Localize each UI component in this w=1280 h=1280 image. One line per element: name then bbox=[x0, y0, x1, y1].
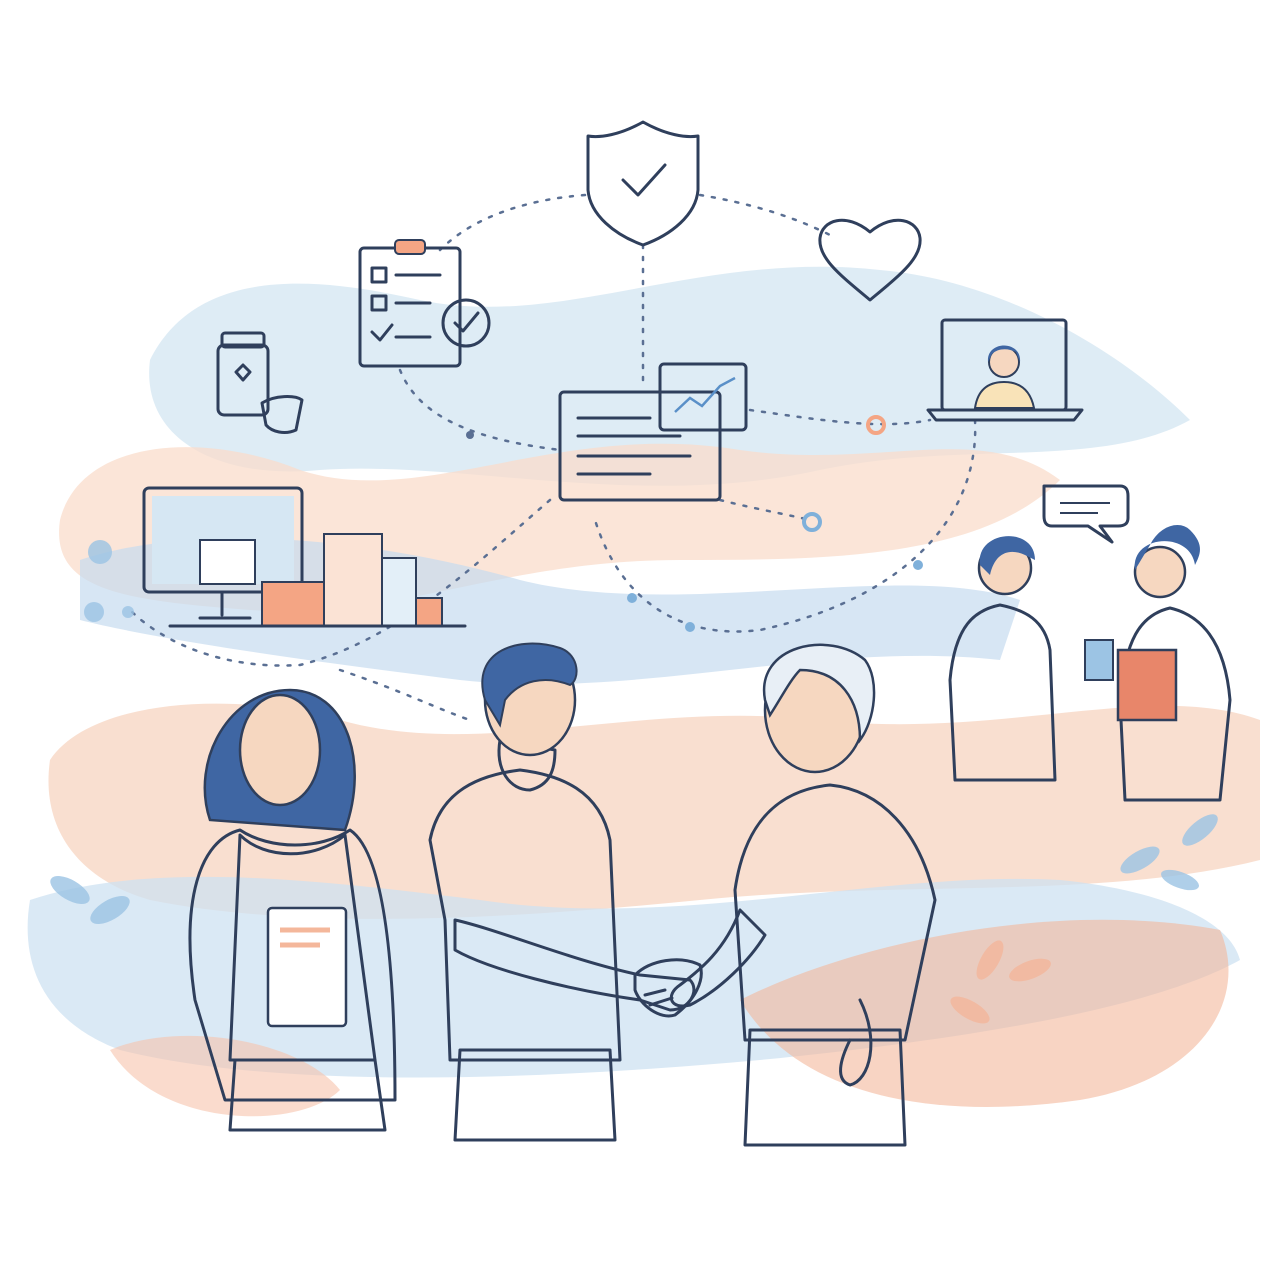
handshake bbox=[633, 958, 703, 1018]
network-connections bbox=[128, 193, 977, 722]
monitor-boxes-icon bbox=[142, 486, 467, 628]
document-chart-icon bbox=[558, 362, 748, 502]
woman-with-tablet bbox=[188, 688, 397, 1132]
colleagues-pair bbox=[948, 484, 1232, 802]
clipboard-checklist-icon bbox=[358, 239, 491, 368]
peach-leaf-decoration bbox=[950, 940, 1051, 1024]
leaf-decoration bbox=[50, 540, 1218, 924]
person-light-shirt bbox=[669, 643, 937, 1147]
man-orange-shirt bbox=[428, 642, 696, 1142]
heart-icon bbox=[818, 218, 922, 302]
shield-check-icon bbox=[586, 120, 700, 247]
background-washes bbox=[27, 266, 1260, 1117]
laptop-video-call-icon bbox=[926, 318, 1084, 422]
jar-icon bbox=[216, 331, 304, 434]
